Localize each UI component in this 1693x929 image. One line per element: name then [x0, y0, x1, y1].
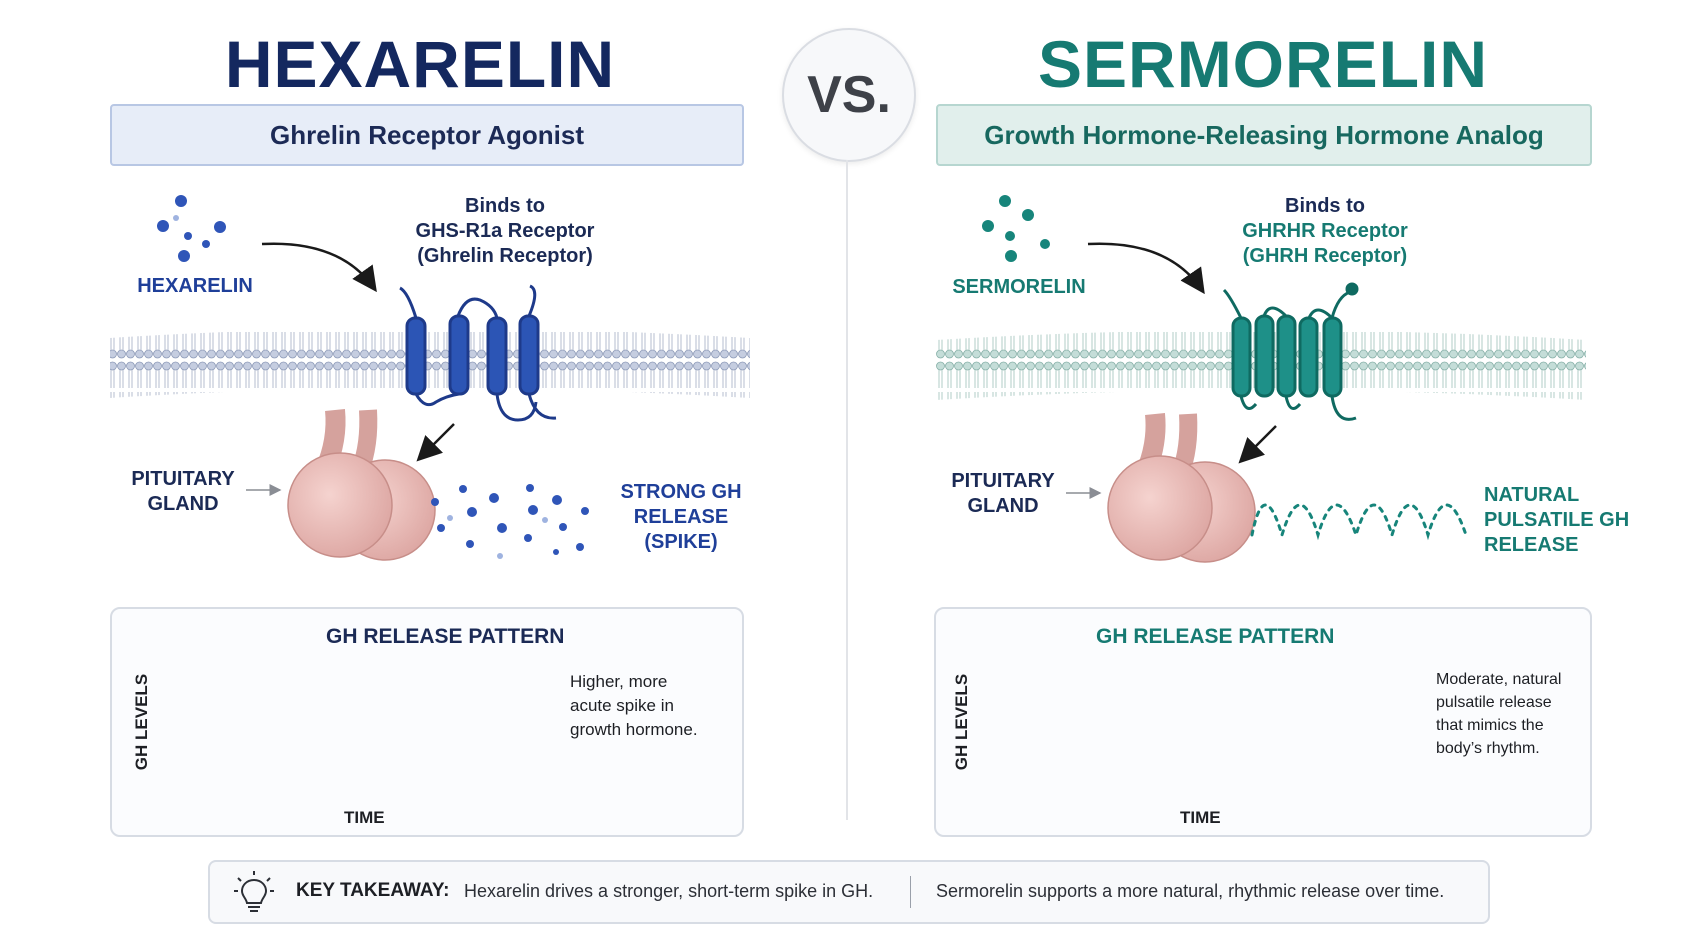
sermorelin-panel-title: GH RELEASE PATTERN [1096, 625, 1335, 648]
sermorelin-title: SERMORELIN [1037, 27, 1489, 101]
receptor-alias: (GHRH Receptor) [1242, 245, 1408, 267]
sermorelin-y-label: GH LEVELS [952, 673, 971, 771]
sermorelin-x-label: TIME [1180, 808, 1221, 827]
signal-arrow-icon [1238, 425, 1277, 464]
desc-line: body’s rhythm. [1436, 740, 1540, 757]
sermorelin-pattern-panel [934, 607, 1592, 837]
vs-badge: VS. [782, 28, 916, 162]
signal-arrow-icon [416, 423, 455, 462]
hexarelin-panel-title: GH RELEASE PATTERN [326, 625, 565, 648]
center-divider [846, 160, 848, 820]
gland-line: GLAND [147, 493, 219, 515]
receptor-name: GHRHR Receptor [1242, 220, 1408, 242]
hexarelin-release-label: STRONG GH RELEASE (SPIKE) [616, 480, 746, 555]
sermorelin-molecules [982, 195, 1050, 262]
ghrhr-receptor [1222, 282, 1359, 421]
sermorelin-pattern-description: Moderate, natural pulsatile release that… [1436, 668, 1586, 760]
receptor-name: GHS-R1a Receptor [415, 220, 595, 242]
release-line: PULSATILE GH [1484, 509, 1630, 531]
key-takeaway-bar: KEY TAKEAWAY: Hexarelin drives a stronge… [208, 860, 1490, 924]
sermorelin-binds-label: Binds to GHRHR Receptor (GHRH Receptor) [1210, 194, 1440, 269]
hexarelin-pattern-description: Higher, more acute spike in growth hormo… [570, 670, 730, 742]
hexarelin-peptide-label: HEXARELIN [137, 275, 253, 297]
hexarelin-cell-membrane [110, 328, 750, 398]
gland-line: PITUITARY [951, 470, 1055, 492]
hexarelin-pattern-panel [110, 607, 744, 837]
gh-spike-particles [431, 484, 589, 559]
sermorelin-peptide-label: SERMORELIN [952, 276, 1086, 298]
gland-line: GLAND [967, 495, 1039, 517]
hexarelin-subtitle: Ghrelin Receptor Agonist [110, 104, 744, 166]
takeaway-hexarelin: Hexarelin drives a stronger, short-term … [464, 881, 874, 901]
desc-line: Higher, more [570, 672, 668, 691]
hexarelin-gland-label: PITUITARY GLAND [118, 467, 248, 517]
binds-line: Binds to [465, 195, 545, 217]
desc-line: that mimics the [1436, 717, 1544, 734]
hexarelin-binds-label: Binds to GHS-R1a Receptor (Ghrelin Recep… [390, 194, 620, 269]
sermorelin-gland-label: PITUITARY GLAND [938, 469, 1068, 519]
sermorelin-release-label: NATURAL PULSATILE GH RELEASE [1484, 483, 1634, 558]
hexarelin-y-label: GH LEVELS [132, 673, 151, 771]
hexarelin-x-label: TIME [344, 808, 385, 827]
hexarelin-pituitary-gland [287, 409, 436, 561]
takeaway-label: KEY TAKEAWAY: [296, 880, 450, 901]
hexarelin-title: HEXARELIN [224, 27, 616, 101]
lightbulb-icon [234, 871, 274, 912]
desc-line: growth hormone. [570, 720, 698, 739]
release-line: STRONG GH [620, 481, 742, 503]
release-line: NATURAL [1484, 484, 1580, 506]
binds-line: Binds to [1285, 195, 1365, 217]
binding-arrow-icon [261, 242, 377, 293]
sermorelin-pituitary-gland [1107, 413, 1256, 563]
ghs-r1a-receptor [399, 284, 557, 422]
binding-arrow-icon [1087, 242, 1205, 295]
gh-pulse-particles [1250, 503, 1468, 541]
desc-line: Moderate, natural [1436, 671, 1562, 688]
release-line: RELEASE [633, 506, 729, 528]
takeaway-sermorelin: Sermorelin supports a more natural, rhyt… [936, 881, 1445, 901]
receptor-alias: (Ghrelin Receptor) [417, 245, 593, 267]
desc-line: acute spike in [570, 696, 674, 715]
release-line: RELEASE [1484, 534, 1579, 556]
release-line: (SPIKE) [644, 531, 718, 553]
gland-line: PITUITARY [131, 468, 235, 490]
desc-line: pulsatile release [1436, 694, 1552, 711]
takeaway-divider [910, 876, 911, 908]
sermorelin-subtitle: Growth Hormone-Releasing Hormone Analog [936, 104, 1592, 166]
hexarelin-molecules [157, 195, 226, 262]
